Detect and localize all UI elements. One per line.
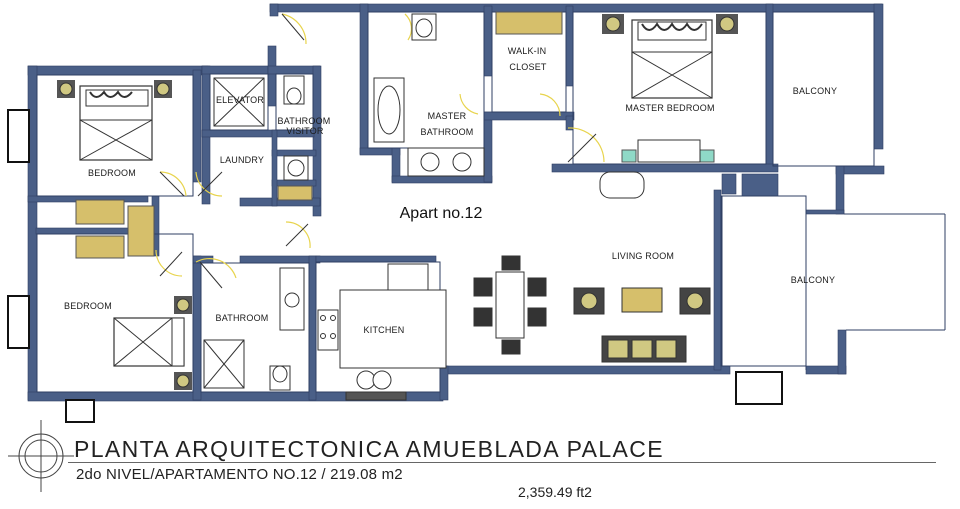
label-bathroom-visitor-1: BATHROOM [278,116,331,126]
label-kitchen: KITCHEN [364,325,405,335]
title-underline [68,462,936,463]
label-master-bathroom-1: MASTER [428,111,467,121]
closet-shelf [495,11,563,35]
room-labels: ELEVATOR BATHROOM VISITOR LAUNDRY BEDROO… [64,46,837,335]
bathroom-fixtures [203,267,305,391]
drawing-area-ft2: 2,359.49 ft2 [518,484,592,500]
living-furniture [473,171,711,363]
door-leaves [159,13,597,289]
bed-top [57,80,172,161]
kitchen-fixtures [317,263,447,401]
label-living-room: LIVING ROOM [612,251,674,261]
windows [7,109,783,423]
drawing-title: PLANTA ARQUITECTONICA AMUEBLADA PALACE [74,436,665,462]
wardrobes [75,185,313,259]
label-bathroom-visitor-2: VISITOR [286,126,324,136]
doors [155,13,605,279]
label-bedroom-bottom: BEDROOM [64,301,112,311]
label-master-bathroom-2: BATHROOM [421,127,474,137]
label-balcony-bottom: BALCONY [791,275,835,285]
visitor-fixtures [283,75,309,181]
compass-icon [8,420,74,492]
label-balcony-top: BALCONY [793,86,837,96]
elevator-box [213,77,265,127]
label-laundry: LAUNDRY [220,155,264,165]
drawing-subtitle: 2do NIVEL/APARTAMENTO NO.12 / 219.08 m2 [76,466,403,483]
label-elevator: ELEVATOR [216,95,264,105]
label-bathroom: BATHROOM [216,313,269,323]
apartment-label: Apart no.12 [400,205,483,222]
master-bath-fixtures [373,13,485,177]
label-bedroom-top: BEDROOM [88,168,136,178]
master-bed [602,14,738,163]
label-master-bedroom: MASTER BEDROOM [625,103,714,113]
thin-lines [36,11,946,393]
label-walkin-closet-1: WALK-IN [508,46,547,56]
bed-bottom [113,296,192,390]
label-walkin-closet-2: CLOSET [509,62,547,72]
